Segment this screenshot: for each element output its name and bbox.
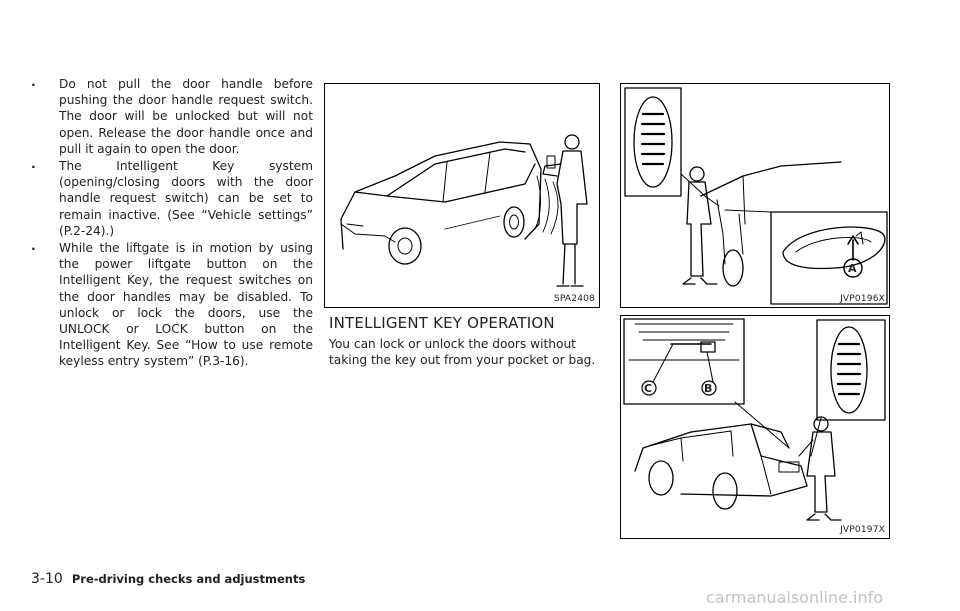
page-number: 3-10 xyxy=(31,571,63,587)
section-title: INTELLIGENT KEY OPERATION xyxy=(329,314,555,332)
liftgate-illustration xyxy=(623,318,886,521)
figure-key-signal: SPA2408 xyxy=(324,83,600,308)
bullet-item: While the liftgate is in motion by using… xyxy=(31,238,313,370)
door-handle-illustration xyxy=(624,87,888,305)
page-footer: 3-10 Pre-driving checks and adjustments xyxy=(31,568,305,587)
text-column: Do not pull the door handle before pushi… xyxy=(31,74,313,371)
figure-code: SPA2408 xyxy=(553,294,595,304)
figure-liftgate: C B JVP0197X xyxy=(620,315,890,539)
chapter-title: Pre-driving checks and adjustments xyxy=(71,572,306,586)
bullet-list: Do not pull the door handle before pushi… xyxy=(31,74,313,370)
bullet-item: Do not pull the door handle before pushi… xyxy=(31,74,313,157)
bullet-item: The Intelligent Key system (opening/clos… xyxy=(31,156,313,239)
figure-code: JVP0196X xyxy=(840,294,885,304)
callout-b: B xyxy=(704,382,713,395)
watermark: carmanualsonline.info xyxy=(706,588,884,607)
section-body: You can lock or unlock the doors without… xyxy=(329,337,596,368)
callout-a: A xyxy=(848,262,857,275)
car-person-illustration xyxy=(340,134,588,287)
figure-door-handle: A JVP0196X xyxy=(620,83,890,308)
callout-c: C xyxy=(644,382,653,395)
figure-code: JVP0197X xyxy=(840,525,885,535)
